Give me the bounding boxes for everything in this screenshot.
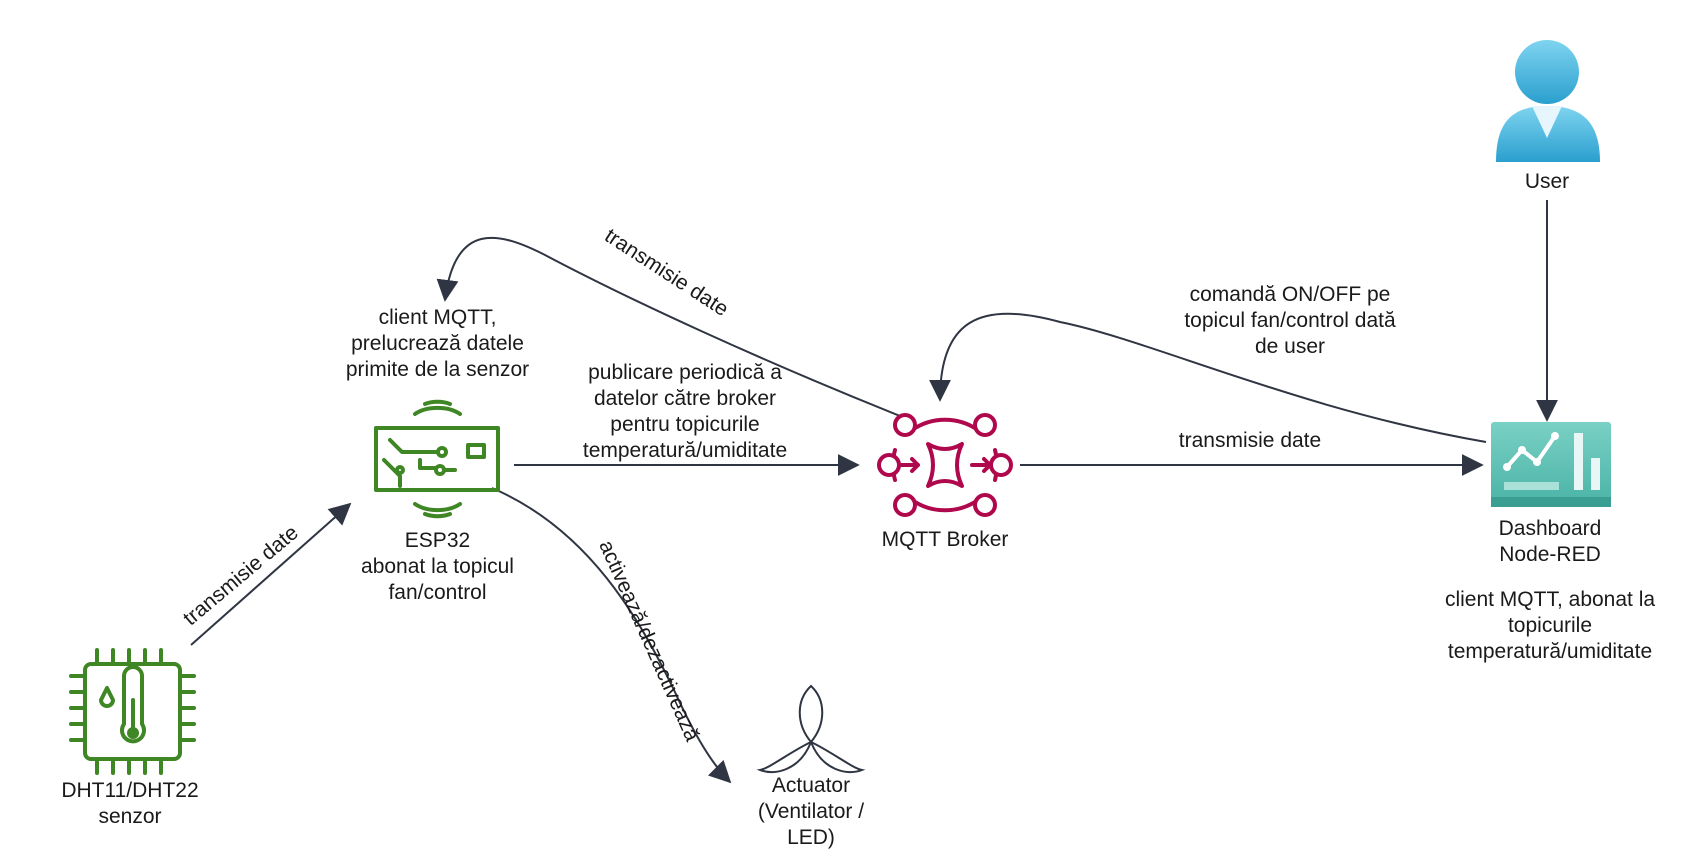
edge-label-dashboard-to-broker: comandă ON/OFF pe topicul fan/control da… — [1184, 283, 1396, 358]
dashboard-chart-icon — [1491, 422, 1611, 507]
sensor-label: DHT11/DHT22 senzor — [61, 779, 199, 828]
dashboard-note: client MQTT, abonat la topicurile temper… — [1444, 588, 1656, 663]
edge-sensor-to-esp — [190, 502, 352, 646]
user-icon — [1496, 40, 1600, 162]
edge-label-esp-to-broker: publicare periodică a datelor către brok… — [582, 361, 788, 462]
actuator-label: Actuator (Ventilator / LED) — [757, 774, 865, 849]
edge-esp-to-actuator — [491, 487, 732, 784]
iot-board-icon — [374, 399, 500, 519]
dashboard-label: Dashboard Node-RED — [1498, 517, 1602, 566]
sensor-chip-icon — [69, 648, 196, 775]
fan-icon — [756, 684, 866, 774]
esp32-label: ESP32 abonat la topicul fan/control — [361, 529, 514, 604]
edge-label-broker-to-dashboard: transmisie date — [1178, 429, 1322, 452]
esp32-note: client MQTT, prelucrează datele primite … — [345, 306, 530, 381]
edge-broker-to-esp — [436, 236, 906, 419]
mqtt-broker-icon — [877, 413, 1013, 517]
user-label: User — [1524, 170, 1570, 193]
edge-dashboard-to-broker — [929, 312, 1487, 443]
broker-label: MQTT Broker — [881, 528, 1009, 551]
